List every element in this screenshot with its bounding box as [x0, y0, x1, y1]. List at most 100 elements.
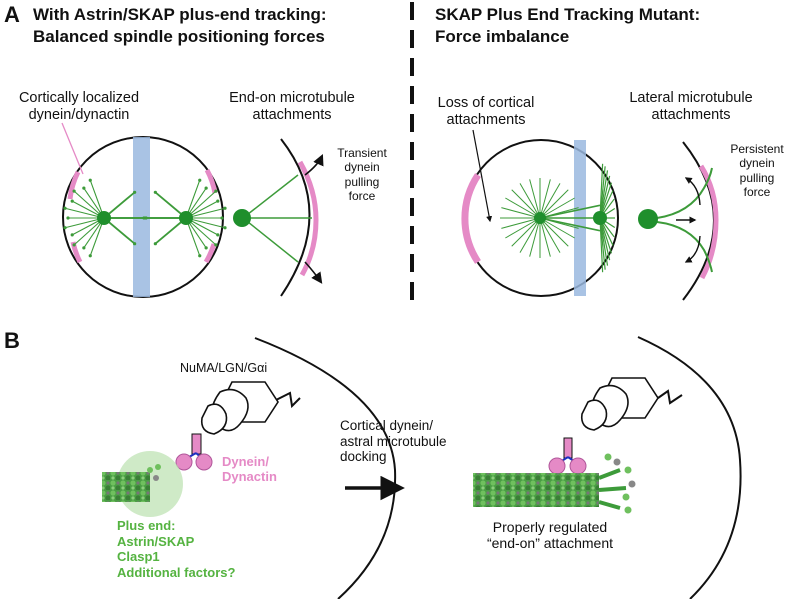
- right-title-line-1: SKAP Plus End Tracking Mutant:: [435, 5, 701, 24]
- dynein-label-line-2: Dynactin: [222, 468, 277, 484]
- persistent-arrow-bottom: [684, 235, 701, 263]
- numa-label: NuMA/LGN/Gαi: [180, 361, 268, 375]
- dynein-label-line-1: Dynein/: [222, 454, 269, 469]
- plus-end-line-2: Astrin/SKAP: [117, 533, 195, 549]
- microtubule-tip: [63, 206, 67, 210]
- loss-pointer: [472, 129, 493, 223]
- persistent-line-4: force: [743, 185, 771, 200]
- plus-end-line-4: Additional factors?: [117, 564, 236, 580]
- endon-label-line-1: End-on microtubule: [229, 90, 355, 106]
- microtubule-tip: [214, 243, 218, 247]
- microtubule-tip: [214, 189, 218, 193]
- left-cell: [62, 136, 227, 298]
- microtubule-tip: [133, 190, 137, 194]
- right-dynein-complex: [548, 377, 659, 475]
- loss-label-line-1: Loss of cortical: [437, 95, 535, 111]
- lateral-label-line-1: Lateral microtubule: [629, 90, 753, 106]
- right-cortex-pink: [461, 173, 481, 264]
- microtubule: [539, 179, 551, 219]
- docking-line-3: docking: [340, 449, 387, 465]
- right-protofilaments: [598, 453, 636, 514]
- persistent-label: Persistent dynein pulling force: [722, 142, 792, 200]
- docking-line-2: astral microtubule: [340, 433, 447, 449]
- plus-end-label: Plus end: Astrin/SKAP Clasp1 Additional …: [117, 518, 235, 580]
- microtubule-tip: [153, 242, 157, 246]
- microtubule-tip: [216, 233, 220, 237]
- left-microtubule: [102, 472, 150, 502]
- microtubule-tip: [220, 216, 224, 220]
- transient-line-4: force: [348, 189, 376, 204]
- persistent-line-1: Persistent: [730, 142, 784, 156]
- left-centrosome-1: [97, 211, 111, 225]
- transient-line-3: pulling: [344, 174, 380, 189]
- transient-line-2: dynein: [344, 160, 380, 175]
- left-zoom-centrosome: [233, 209, 251, 227]
- persistent-line-3: pulling: [739, 170, 775, 185]
- microtubule: [539, 204, 601, 219]
- left-title-line-1: With Astrin/SKAP plus-end tracking:: [33, 5, 327, 24]
- microtubule-tip: [88, 178, 92, 182]
- microtubule-tip: [198, 178, 202, 182]
- plus-end-line-1: Plus end:: [117, 518, 176, 533]
- transient-label: Transient dynein pulling force: [330, 146, 394, 204]
- left-cortex-pink-right: [204, 168, 218, 194]
- microtubule: [539, 217, 561, 253]
- microtubule: [505, 197, 541, 219]
- dynein-label: Dynein/ Dynactin: [222, 454, 277, 485]
- right-zoom: [638, 141, 719, 301]
- left-dynein-complex: [175, 381, 279, 471]
- microtubule: [519, 217, 541, 253]
- docking-line-1: Cortical dynein/: [340, 418, 434, 433]
- microtubule: [539, 183, 561, 219]
- microtubule: [539, 217, 601, 232]
- microtubule: [529, 217, 541, 257]
- loss-label: Loss of cortical attachments: [430, 95, 542, 128]
- microtubule: [505, 217, 541, 239]
- microtubule-tip: [204, 186, 208, 190]
- left-spindle-midzone: [133, 137, 150, 297]
- microtubule-tip: [223, 206, 227, 210]
- panel-a-letter: A: [4, 2, 20, 27]
- microtubule-tip: [198, 254, 202, 258]
- left-free-tubulin: [147, 464, 161, 481]
- regulated-label: Properly regulated “end-on” attachment: [470, 519, 630, 551]
- panel-b-letter: B: [4, 328, 20, 353]
- microtubule: [529, 179, 541, 219]
- lateral-label: Lateral microtubule attachments: [608, 90, 774, 123]
- microtubule: [519, 183, 541, 219]
- microtubule: [539, 189, 569, 219]
- left-cortex-pink-right2: [203, 243, 217, 264]
- panel-b-cortex: [254, 337, 397, 599]
- microtubule-tip: [223, 226, 227, 230]
- cortical-pointer: [61, 122, 84, 175]
- right-centrosome-1: [534, 212, 546, 224]
- microtubule-tip: [70, 233, 74, 237]
- panel-b-cortex-right: [637, 336, 742, 599]
- endon-label-line-2: attachments: [252, 106, 332, 123]
- microtubule-tip: [72, 189, 76, 193]
- microtubule-tip: [216, 199, 220, 203]
- microtubule: [539, 217, 551, 257]
- persistent-arrow-top: [684, 177, 701, 206]
- plus-end-line-3: Clasp1: [117, 549, 160, 565]
- right-title-line-2: Force imbalance: [435, 27, 570, 46]
- microtubule: [539, 217, 575, 239]
- transient-line-1: Transient: [337, 146, 387, 160]
- microtubule: [511, 189, 541, 219]
- cortical-label-line-1: Cortically localized: [18, 90, 140, 106]
- microtubule: [539, 197, 575, 219]
- lateral-label-line-2: attachments: [651, 106, 731, 123]
- right-centrosome-2: [593, 211, 607, 225]
- persistent-line-2: dynein: [739, 156, 775, 171]
- microtubule-tip: [82, 186, 86, 190]
- right-microtubule: [473, 473, 599, 507]
- microtubule-tip: [204, 246, 208, 250]
- microtubule-tip: [70, 199, 74, 203]
- microtubule: [501, 207, 541, 219]
- microtubule: [539, 217, 569, 247]
- microtubule-tip: [63, 226, 67, 230]
- cortical-label-line-2: dynein/dynactin: [28, 106, 130, 123]
- docking-label: Cortical dynein/ astral microtubule dock…: [340, 418, 447, 465]
